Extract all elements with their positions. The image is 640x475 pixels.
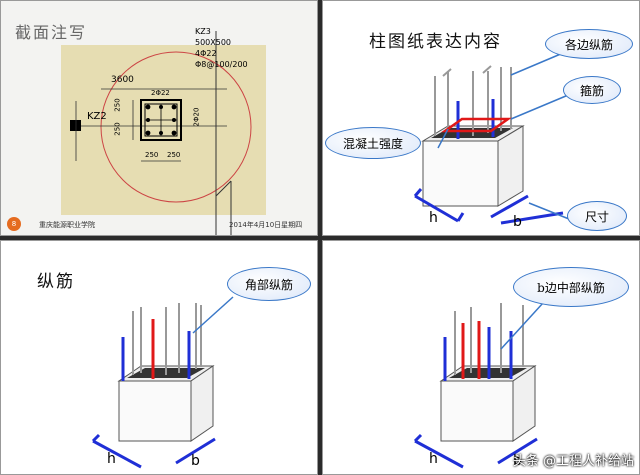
column-corner-bars-drawing bbox=[91, 296, 234, 469]
label-top-bars: 2Φ22 bbox=[151, 89, 170, 97]
section-drawing bbox=[70, 31, 252, 235]
panel-column-drawing-content: 柱图纸表达内容 各边纵筋 箍筋 混凝土强度 尺寸 h b bbox=[322, 0, 640, 236]
callout-b-side-middle-bars: b边中部纵筋 bbox=[513, 267, 629, 307]
page-number-badge: 8 bbox=[7, 217, 21, 231]
column-3d-drawing bbox=[413, 52, 574, 225]
footer-school: 重庆能源职业学院 bbox=[39, 221, 95, 229]
label-size: 500X500 bbox=[195, 38, 232, 47]
label-dim-250-c: 250 bbox=[145, 151, 159, 159]
panel2-title: 柱图纸表达内容 bbox=[369, 32, 502, 52]
label-dim-250-d: 250 bbox=[167, 151, 181, 159]
label-dim-250-b: 250 bbox=[113, 122, 122, 136]
dim-b-label: b bbox=[513, 214, 522, 230]
callout-size: 尺寸 bbox=[567, 201, 627, 231]
label-main-rebar: 4Φ22 bbox=[195, 49, 217, 58]
label-side-bars: 2Φ20 bbox=[192, 107, 201, 127]
callout-stirrup: 箍筋 bbox=[563, 76, 621, 104]
callout-edge-bars: 各边纵筋 bbox=[545, 29, 633, 59]
drawing-area bbox=[61, 45, 266, 215]
dim-h-label: h bbox=[107, 451, 116, 467]
label-dim-3600: 3600 bbox=[111, 75, 134, 85]
footer-date: 2014年4月10日星期四 bbox=[229, 221, 303, 229]
page-number: 8 bbox=[11, 220, 17, 228]
panel-longitudinal-bars: 纵筋 角部纵筋 h b bbox=[0, 240, 318, 475]
column-b-side-bars-drawing bbox=[413, 302, 544, 469]
dim-b-label: b bbox=[191, 453, 200, 469]
callout-corner-bars: 角部纵筋 bbox=[227, 267, 311, 301]
dim-b-label: b bbox=[513, 453, 522, 469]
dim-h-label: h bbox=[429, 451, 438, 467]
panel1-title: 截面注写 bbox=[15, 23, 88, 42]
label-kz3: KZ3 bbox=[195, 27, 211, 36]
panel-section-notation: 截面注写 KZ3 500X500 4Φ22 Φ8@100/200 3600 2Φ… bbox=[0, 0, 318, 236]
label-kz2: KZ2 bbox=[87, 111, 107, 122]
dim-h-label: h bbox=[429, 210, 438, 226]
label-stirrup: Φ8@100/200 bbox=[195, 60, 248, 69]
watermark: 头条 @工程人补给站 bbox=[512, 454, 634, 469]
panel3-title: 纵筋 bbox=[37, 272, 75, 292]
label-dim-250-a: 250 bbox=[113, 98, 122, 112]
callout-concrete-strength: 混凝土强度 bbox=[325, 127, 421, 159]
panel-b-side-middle-bars: b边中部纵筋 h b bbox=[322, 240, 640, 475]
